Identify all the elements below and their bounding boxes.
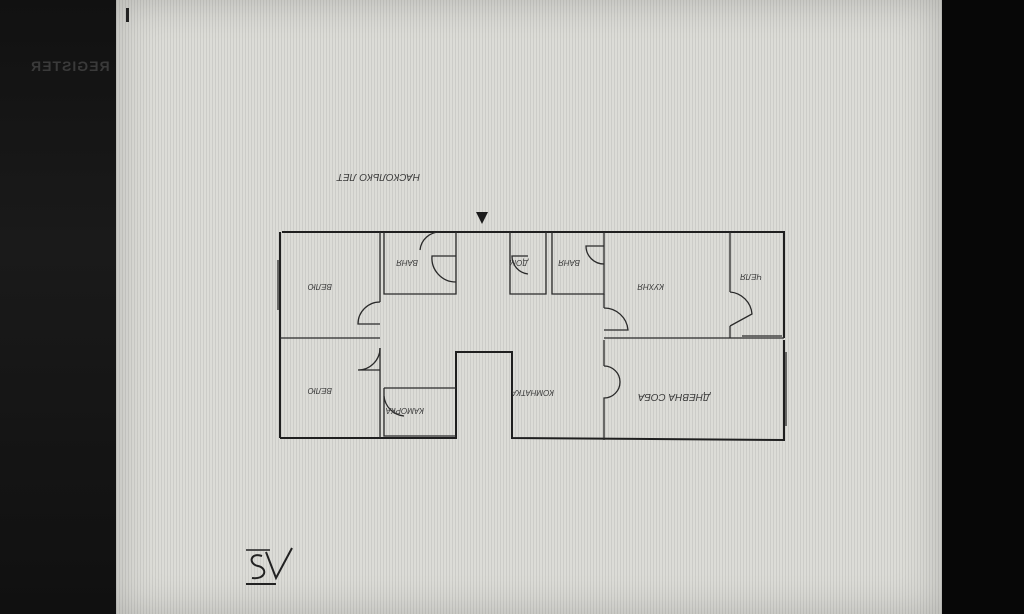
right-background: [942, 0, 1024, 614]
entrance-label: НАСКОЛЬКО ЛЕТ: [336, 171, 420, 182]
signature-mark: [246, 547, 293, 585]
room-label: ДНЕВНА СОБА: [638, 391, 711, 402]
paper-sheet: [116, 0, 942, 614]
outer-walls: [277, 231, 787, 442]
room-label: КАМОРКА: [386, 406, 424, 415]
room-label: ВАНЯ: [558, 258, 580, 267]
room-labels: ВЕЛЮ ВЕЛЮ ВАНЯ ДОМ ВАНЯ КУХНЯ ЧЕЛЯ КАМОР…: [308, 258, 762, 415]
room-label: ЧЕЛЯ: [740, 272, 762, 281]
room-label: ВЕЛЮ: [308, 282, 332, 291]
room-label: КОМНАТКА: [511, 388, 554, 397]
margin-marker: [126, 8, 129, 22]
room-label: ВЕЛЮ: [308, 386, 332, 395]
left-background-bleed: REGISTER: [0, 0, 118, 614]
room-label: КУХНЯ: [637, 282, 664, 291]
room-label: ДОМ: [509, 258, 529, 267]
entrance-arrow: [476, 212, 488, 224]
interior-walls: [280, 232, 784, 440]
room-label: ВАНЯ: [396, 258, 418, 267]
door-swings: [357, 231, 753, 417]
entrance-label-group: НАСКОЛЬКО ЛЕТ: [336, 171, 420, 182]
